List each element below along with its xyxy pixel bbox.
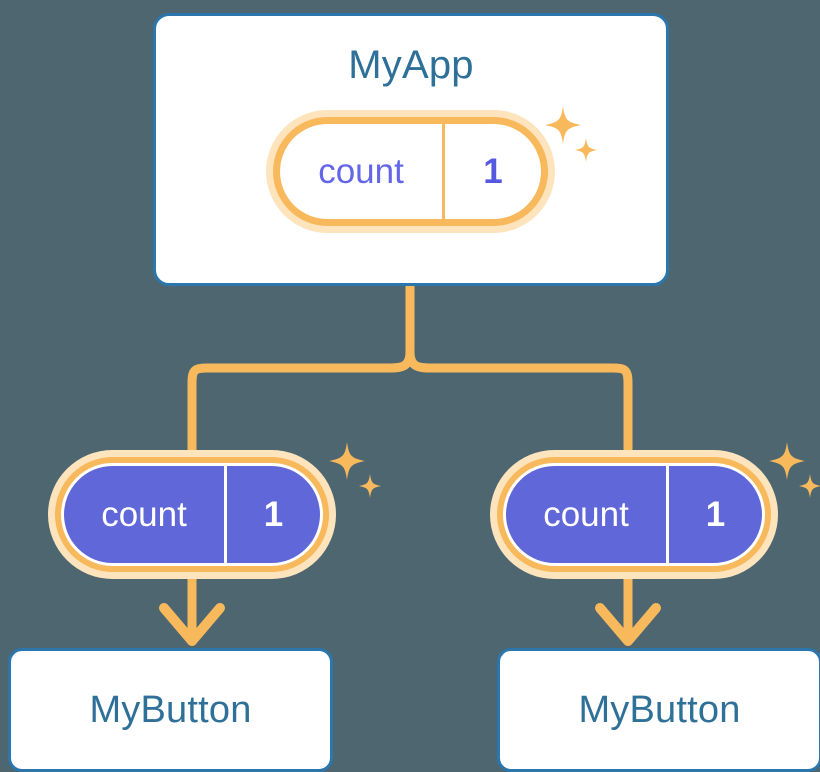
state-value-label: 1 <box>483 152 503 191</box>
state-pill-ring: count 1 <box>273 117 548 226</box>
component-title: MyButton <box>89 689 252 731</box>
component-title: MyButton <box>578 689 741 731</box>
state-pill-left[interactable]: count 1 <box>48 450 336 579</box>
state-key-label: count <box>64 466 227 563</box>
component-card-mybutton-left[interactable]: MyButton <box>8 648 333 772</box>
state-pill-body: count 1 <box>280 124 541 219</box>
state-pill-myapp[interactable]: count 1 <box>266 110 555 233</box>
component-card-mybutton-right[interactable]: MyButton <box>497 648 820 772</box>
connector-right-arrowhead <box>595 603 661 646</box>
state-pill-ring: count 1 <box>55 457 329 572</box>
state-pill-body: count 1 <box>61 463 323 566</box>
state-value-label: 1 <box>705 495 726 534</box>
connector-left-arrowhead <box>159 603 225 646</box>
state-pill-ring: count 1 <box>497 457 771 572</box>
connector-right-branch <box>405 347 633 457</box>
state-pill-body: count 1 <box>503 463 765 566</box>
state-pill-right[interactable]: count 1 <box>490 450 778 579</box>
state-value-label: 1 <box>263 495 284 534</box>
state-key-label: count <box>280 124 445 219</box>
state-key-label: count <box>506 466 669 563</box>
page-title: MyApp <box>348 43 474 87</box>
connector-left-branch <box>187 347 415 457</box>
